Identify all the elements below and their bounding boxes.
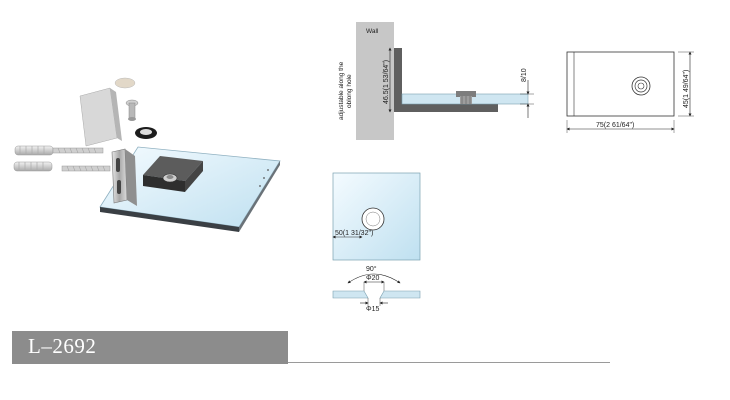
wall-anchor-top xyxy=(14,145,104,156)
plate-height-dimension: 45(1 49/64") xyxy=(683,70,690,108)
hole-diameter: Φ15 xyxy=(366,306,379,313)
wall-label: Wall xyxy=(366,28,379,35)
wall-section xyxy=(356,22,394,140)
wall-flange xyxy=(111,148,128,204)
height-dimension: 46.5(1 53/64") xyxy=(383,60,390,104)
rubber-gasket xyxy=(79,87,122,147)
hole-edge-distance: 50(1 31/32") xyxy=(335,230,373,237)
slot-note-line2: oblong hole xyxy=(346,74,353,108)
washer xyxy=(114,77,136,89)
exploded-product-view xyxy=(13,77,281,232)
product-code: L–2692 xyxy=(28,334,97,358)
side-section-view: Wall adjustable along the oblong hole 46… xyxy=(338,22,534,140)
glass-thickness-dimension: 8/10 xyxy=(521,68,528,82)
top-plan-view: 75(2 61/64") 45(1 49/64") xyxy=(566,51,694,133)
banner-underline xyxy=(288,362,610,363)
slot-note-line1: adjustable along the xyxy=(338,61,345,120)
product-code-banner xyxy=(12,331,288,364)
countersink-angle: 90° xyxy=(366,265,377,273)
bushing-ring xyxy=(135,127,157,139)
l-bracket xyxy=(394,48,498,112)
countersink-diameter: Φ20 xyxy=(366,275,379,282)
fixing-bolt xyxy=(125,99,139,121)
plate-outline xyxy=(566,51,675,117)
clamp-base-plate xyxy=(143,156,203,181)
plate-width-dimension: 75(2 61/64") xyxy=(596,122,634,129)
glass-section-bar xyxy=(332,290,369,299)
glass-hole-detail: 50(1 31/32") 90° Φ20 Φ15 xyxy=(332,172,421,313)
countersink-angle-arc xyxy=(347,273,401,284)
wall-anchor-bottom xyxy=(13,161,111,172)
